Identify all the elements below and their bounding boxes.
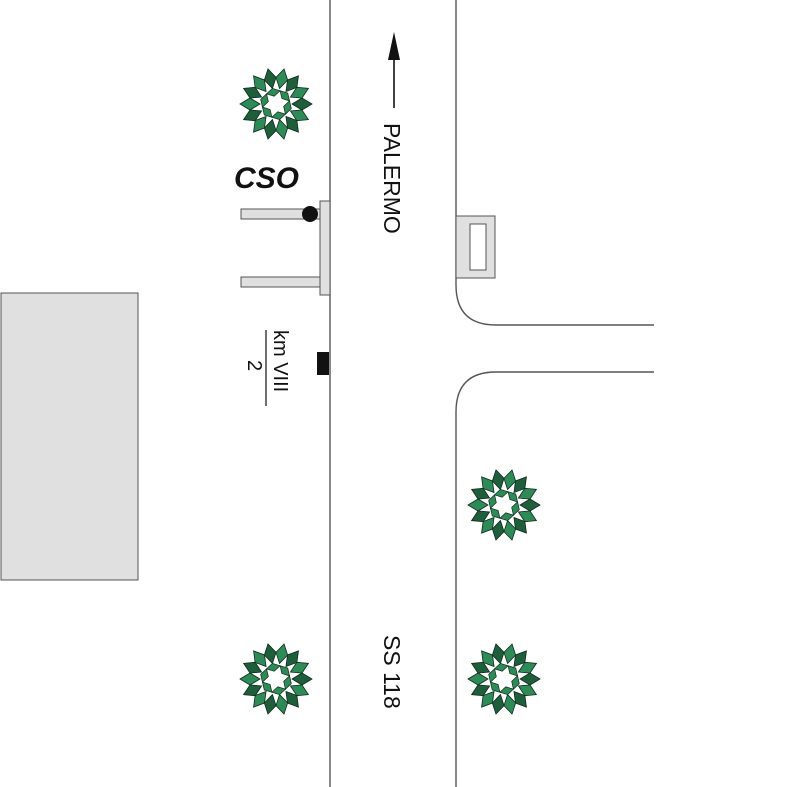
site-label: CSO xyxy=(234,162,299,195)
road-edge-east-north xyxy=(455,0,654,326)
cso-structure xyxy=(240,200,331,296)
tree-icon xyxy=(239,68,313,140)
km-post-icon xyxy=(317,352,329,375)
tree-icon xyxy=(467,469,541,541)
tree-icon xyxy=(467,643,541,715)
building xyxy=(0,292,139,581)
direction-label: PALERMO xyxy=(379,123,405,234)
north-arrow-icon xyxy=(388,32,400,108)
roadside-shelter xyxy=(455,215,496,279)
road-edge-east-south xyxy=(455,371,654,787)
svg-text:2: 2 xyxy=(243,360,265,371)
sensor-dot-icon xyxy=(302,206,318,222)
km-marker: km VIII 2 xyxy=(243,330,291,406)
road-label: SS 118 xyxy=(379,635,405,709)
svg-text:km VIII: km VIII xyxy=(269,330,291,392)
tree-icon xyxy=(239,643,313,715)
